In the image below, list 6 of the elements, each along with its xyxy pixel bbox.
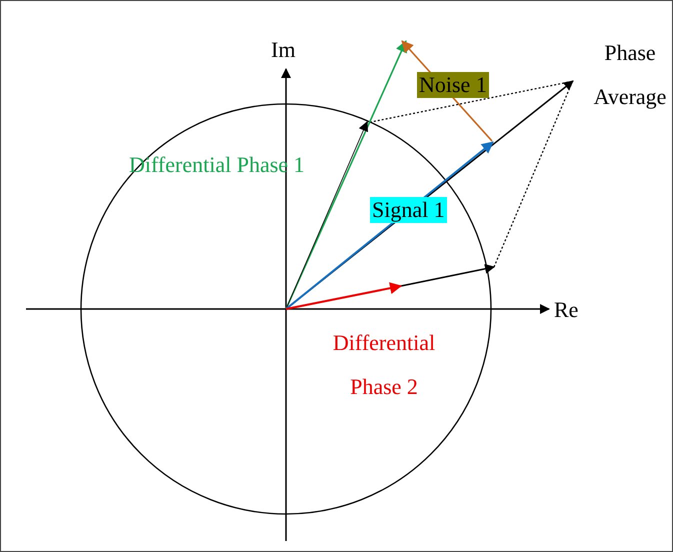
vector-label: Differential Phase 2 — [332, 329, 436, 401]
axis-label: Re — [554, 297, 578, 323]
axis-label: Im — [271, 37, 296, 63]
vector-label: Noise 1 — [417, 72, 489, 98]
vector-label: Phase Average — [592, 39, 668, 111]
vector-label: Signal 1 — [370, 197, 447, 223]
